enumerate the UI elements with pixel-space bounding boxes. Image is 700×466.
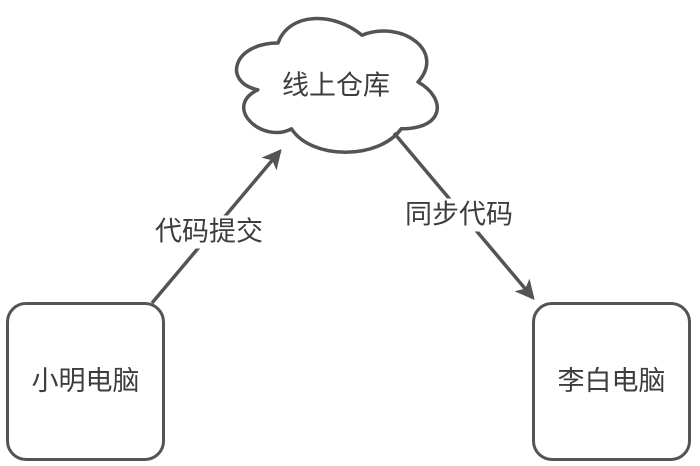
- sync-edge-label: 同步代码: [399, 198, 519, 232]
- node-xiaoming-computer: 小明电脑: [6, 302, 165, 461]
- node-libai-label: 李白电脑: [557, 366, 666, 397]
- node-xiaoming-label: 小明电脑: [31, 366, 140, 397]
- node-libai-computer: 李白电脑: [532, 302, 691, 461]
- cloud-repository-label: 线上仓库: [282, 70, 390, 102]
- cloud-shape: [234, 16, 439, 154]
- commit-edge-label: 代码提交: [149, 215, 269, 249]
